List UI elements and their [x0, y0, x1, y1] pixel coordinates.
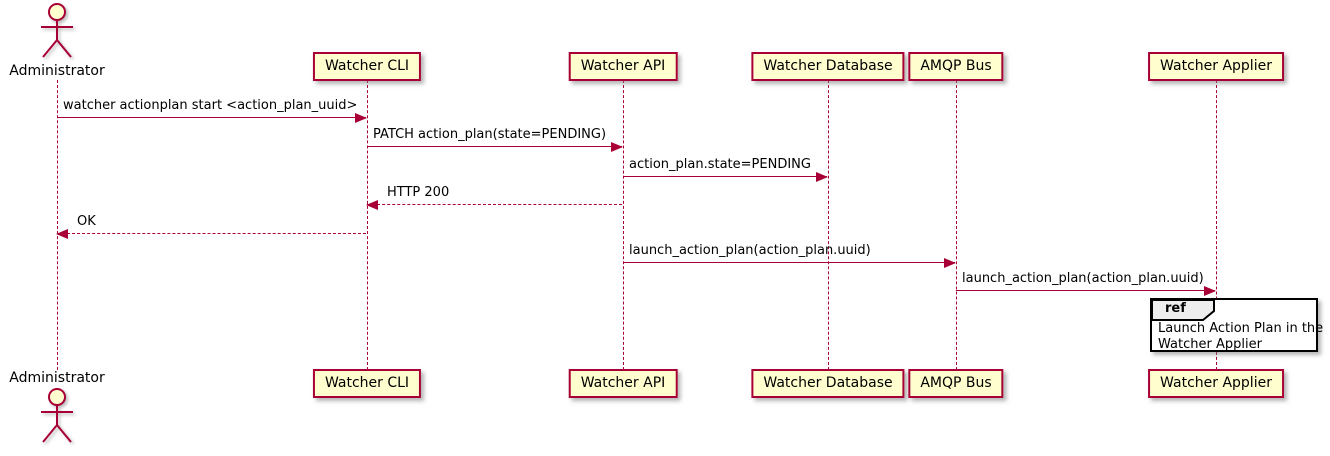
arrowhead-right-icon — [816, 172, 828, 182]
lifeline-watcher-database — [828, 80, 829, 370]
participant-watcher-database-top: Watcher Database — [751, 52, 905, 81]
participant-watcher-applier-bottom: Watcher Applier — [1148, 369, 1284, 398]
participant-watcher-api-bottom: Watcher API — [568, 369, 678, 398]
ref-tab-icon — [1151, 299, 1219, 326]
participant-amqp-bus-top: AMQP Bus — [908, 52, 1004, 81]
lifeline-watcher-applier — [1216, 80, 1217, 370]
message-line-7 — [956, 286, 1216, 296]
message-label-3: action_plan.state=PENDING — [629, 157, 811, 172]
message-line-5 — [56, 229, 366, 239]
message-label-7: launch_action_plan(action_plan.uuid) — [962, 271, 1204, 286]
message-label-6: launch_action_plan(action_plan.uuid) — [629, 243, 871, 258]
message-line-1 — [57, 113, 367, 123]
lifeline-administrator — [57, 80, 58, 370]
message-line-2 — [367, 142, 623, 152]
message-line-4 — [366, 200, 622, 210]
arrowhead-right-icon — [355, 113, 367, 123]
lifeline-amqp-bus — [956, 80, 957, 370]
message-label-1: watcher actionplan start <action_plan_uu… — [63, 98, 358, 113]
arrowhead-right-icon — [944, 258, 956, 268]
actor-administrator-figure-bottom — [32, 386, 82, 448]
actor-administrator-label-bottom: Administrator — [9, 370, 105, 386]
lifeline-watcher-cli — [367, 80, 368, 370]
message-line-3 — [623, 172, 828, 182]
lifeline-watcher-api — [623, 80, 624, 370]
participant-watcher-api-top: Watcher API — [568, 52, 678, 81]
arrowhead-right-icon — [1204, 286, 1216, 296]
arrowhead-left-icon — [56, 229, 68, 239]
participant-watcher-cli-top: Watcher CLI — [312, 52, 422, 81]
actor-administrator-label-top: Administrator — [9, 63, 105, 79]
ref-keyword: ref — [1165, 301, 1186, 316]
participant-watcher-applier-top: Watcher Applier — [1148, 52, 1284, 81]
actor-administrator-figure-top — [32, 1, 82, 63]
ref-text-line-2: Watcher Applier — [1158, 337, 1262, 352]
arrowhead-right-icon — [611, 142, 623, 152]
participant-watcher-cli-bottom: Watcher CLI — [312, 369, 422, 398]
arrowhead-left-icon — [366, 200, 378, 210]
message-line-6 — [623, 258, 956, 268]
participant-amqp-bus-bottom: AMQP Bus — [908, 369, 1004, 398]
message-label-2: PATCH action_plan(state=PENDING) — [373, 127, 607, 142]
participant-watcher-database-bottom: Watcher Database — [751, 369, 905, 398]
message-label-4: HTTP 200 — [387, 185, 450, 200]
ref-text-line-1: Launch Action Plan in the — [1158, 321, 1324, 336]
message-label-5: OK — [77, 214, 96, 229]
